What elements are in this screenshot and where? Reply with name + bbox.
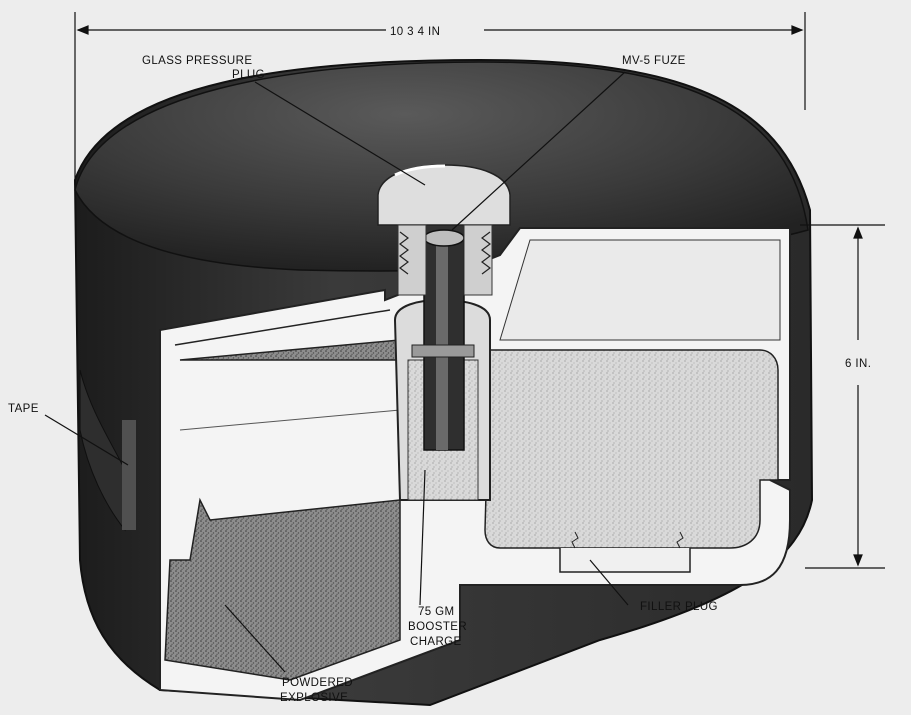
width-dimension bbox=[74, 12, 806, 185]
width-dimension-label: 10 3 4 IN bbox=[390, 26, 440, 38]
height-dimension bbox=[800, 224, 885, 569]
label-powdered-explosive-2: EXPLOSIVE bbox=[280, 692, 348, 704]
label-mv5-fuze: MV-5 FUZE bbox=[622, 55, 686, 67]
tape-band bbox=[122, 420, 136, 530]
booster-assembly bbox=[393, 229, 491, 501]
label-powdered-explosive-1: POWDERED bbox=[282, 677, 353, 689]
label-glass-pressure-plug-2: PLUG bbox=[232, 69, 265, 81]
component-labels: GLASS PRESSURE PLUG MV-5 FUZE TAPE 75 GM… bbox=[8, 55, 718, 704]
height-dimension-label: 6 IN. bbox=[845, 358, 871, 370]
filler-plug bbox=[559, 531, 691, 573]
dimension-labels: 10 3 4 IN 6 IN. bbox=[386, 22, 880, 379]
label-tape: TAPE bbox=[8, 403, 39, 415]
label-booster-1: 75 GM bbox=[418, 606, 455, 618]
label-filler-plug: FILLER PLUG bbox=[640, 601, 718, 613]
glass-pressure-plug bbox=[377, 164, 511, 296]
label-booster-3: CHARGE bbox=[410, 636, 462, 648]
leader-lines bbox=[44, 71, 629, 673]
label-glass-pressure-plug-1: GLASS PRESSURE bbox=[142, 55, 252, 67]
filler-chamber bbox=[484, 349, 779, 549]
label-booster-2: BOOSTER bbox=[408, 621, 467, 633]
